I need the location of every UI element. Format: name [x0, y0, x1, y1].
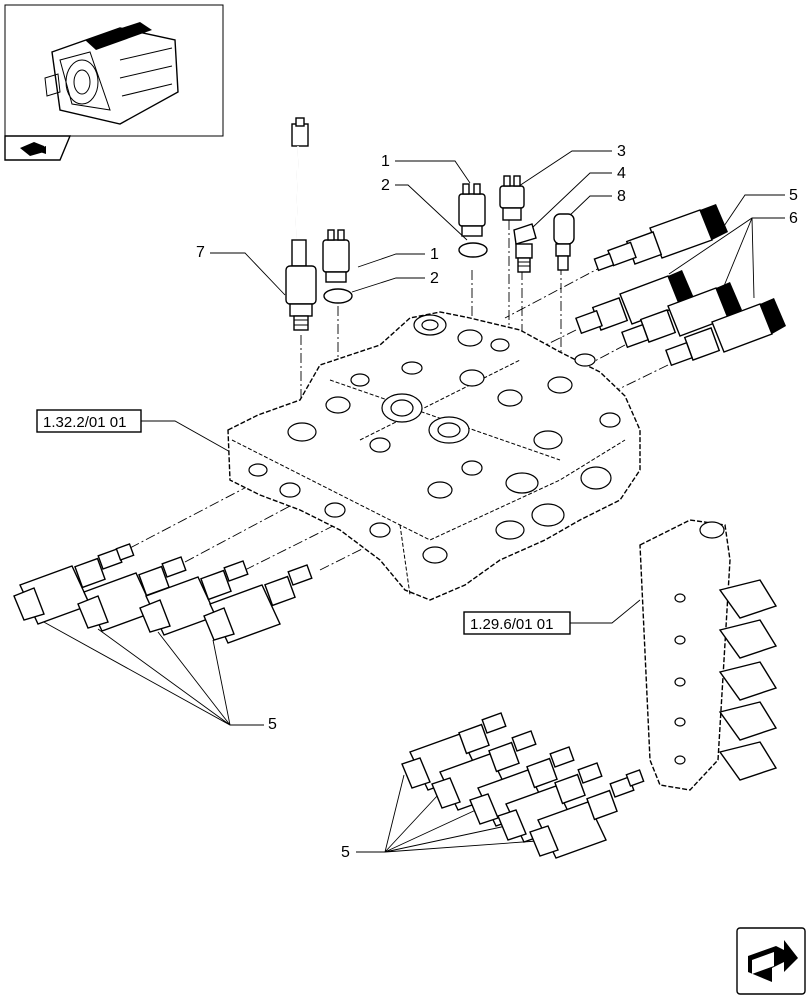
- callout-2-mid: 2: [430, 270, 439, 287]
- reference-label-left: 1.32.2/01 01: [43, 414, 126, 431]
- solenoid-top-6c[interactable]: [665, 298, 786, 367]
- valve-plate-assembly[interactable]: [639, 519, 778, 791]
- callout-leaders: [41, 150, 785, 853]
- reference-1-32-2[interactable]: 1.32.2/01 01: [36, 409, 249, 463]
- solenoid-top-5[interactable]: [593, 204, 728, 272]
- callout-5-left: 5: [268, 716, 277, 733]
- sensor-with-cable[interactable]: [285, 117, 317, 331]
- o-ring-mid[interactable]: [323, 288, 353, 304]
- callout-1-mid: 1: [430, 246, 439, 263]
- callout-5-top-right: 5: [789, 187, 798, 204]
- reference-label-right: 1.29.6/01 01: [470, 616, 553, 633]
- solenoid-left-3[interactable]: [139, 560, 249, 636]
- solenoid-left-4[interactable]: [203, 564, 313, 644]
- pressure-switch-top[interactable]: [458, 183, 486, 237]
- next-page-arrow-icon[interactable]: [736, 927, 806, 995]
- valve-body-housing[interactable]: [227, 311, 641, 601]
- callout-2-top: 2: [381, 177, 390, 194]
- solenoid-left-1[interactable]: [13, 543, 135, 625]
- callout-8: 8: [617, 188, 626, 205]
- o-ring-top[interactable]: [458, 242, 488, 258]
- temperature-sensor[interactable]: [513, 223, 537, 273]
- pressure-switch-3[interactable]: [499, 175, 525, 221]
- callout-6: 6: [789, 210, 798, 227]
- solenoid-bottom-5[interactable]: [529, 769, 645, 859]
- callout-3: 3: [617, 143, 626, 160]
- callout-4: 4: [617, 165, 626, 182]
- pressure-switch-mid[interactable]: [322, 229, 350, 283]
- callout-5-bottom: 5: [341, 844, 350, 861]
- solenoid-bottom-2[interactable]: [431, 730, 537, 811]
- solenoid-top-6a[interactable]: [575, 270, 694, 335]
- vehicle-section-icon[interactable]: [4, 135, 72, 161]
- callout-7: 7: [196, 244, 205, 261]
- callout-1-top: 1: [381, 153, 390, 170]
- transmission-thumbnail[interactable]: [4, 4, 224, 137]
- solenoid-left-2[interactable]: [77, 556, 187, 632]
- reference-1-29-6[interactable]: 1.29.6/01 01: [463, 599, 641, 635]
- speed-sensor[interactable]: [553, 213, 575, 271]
